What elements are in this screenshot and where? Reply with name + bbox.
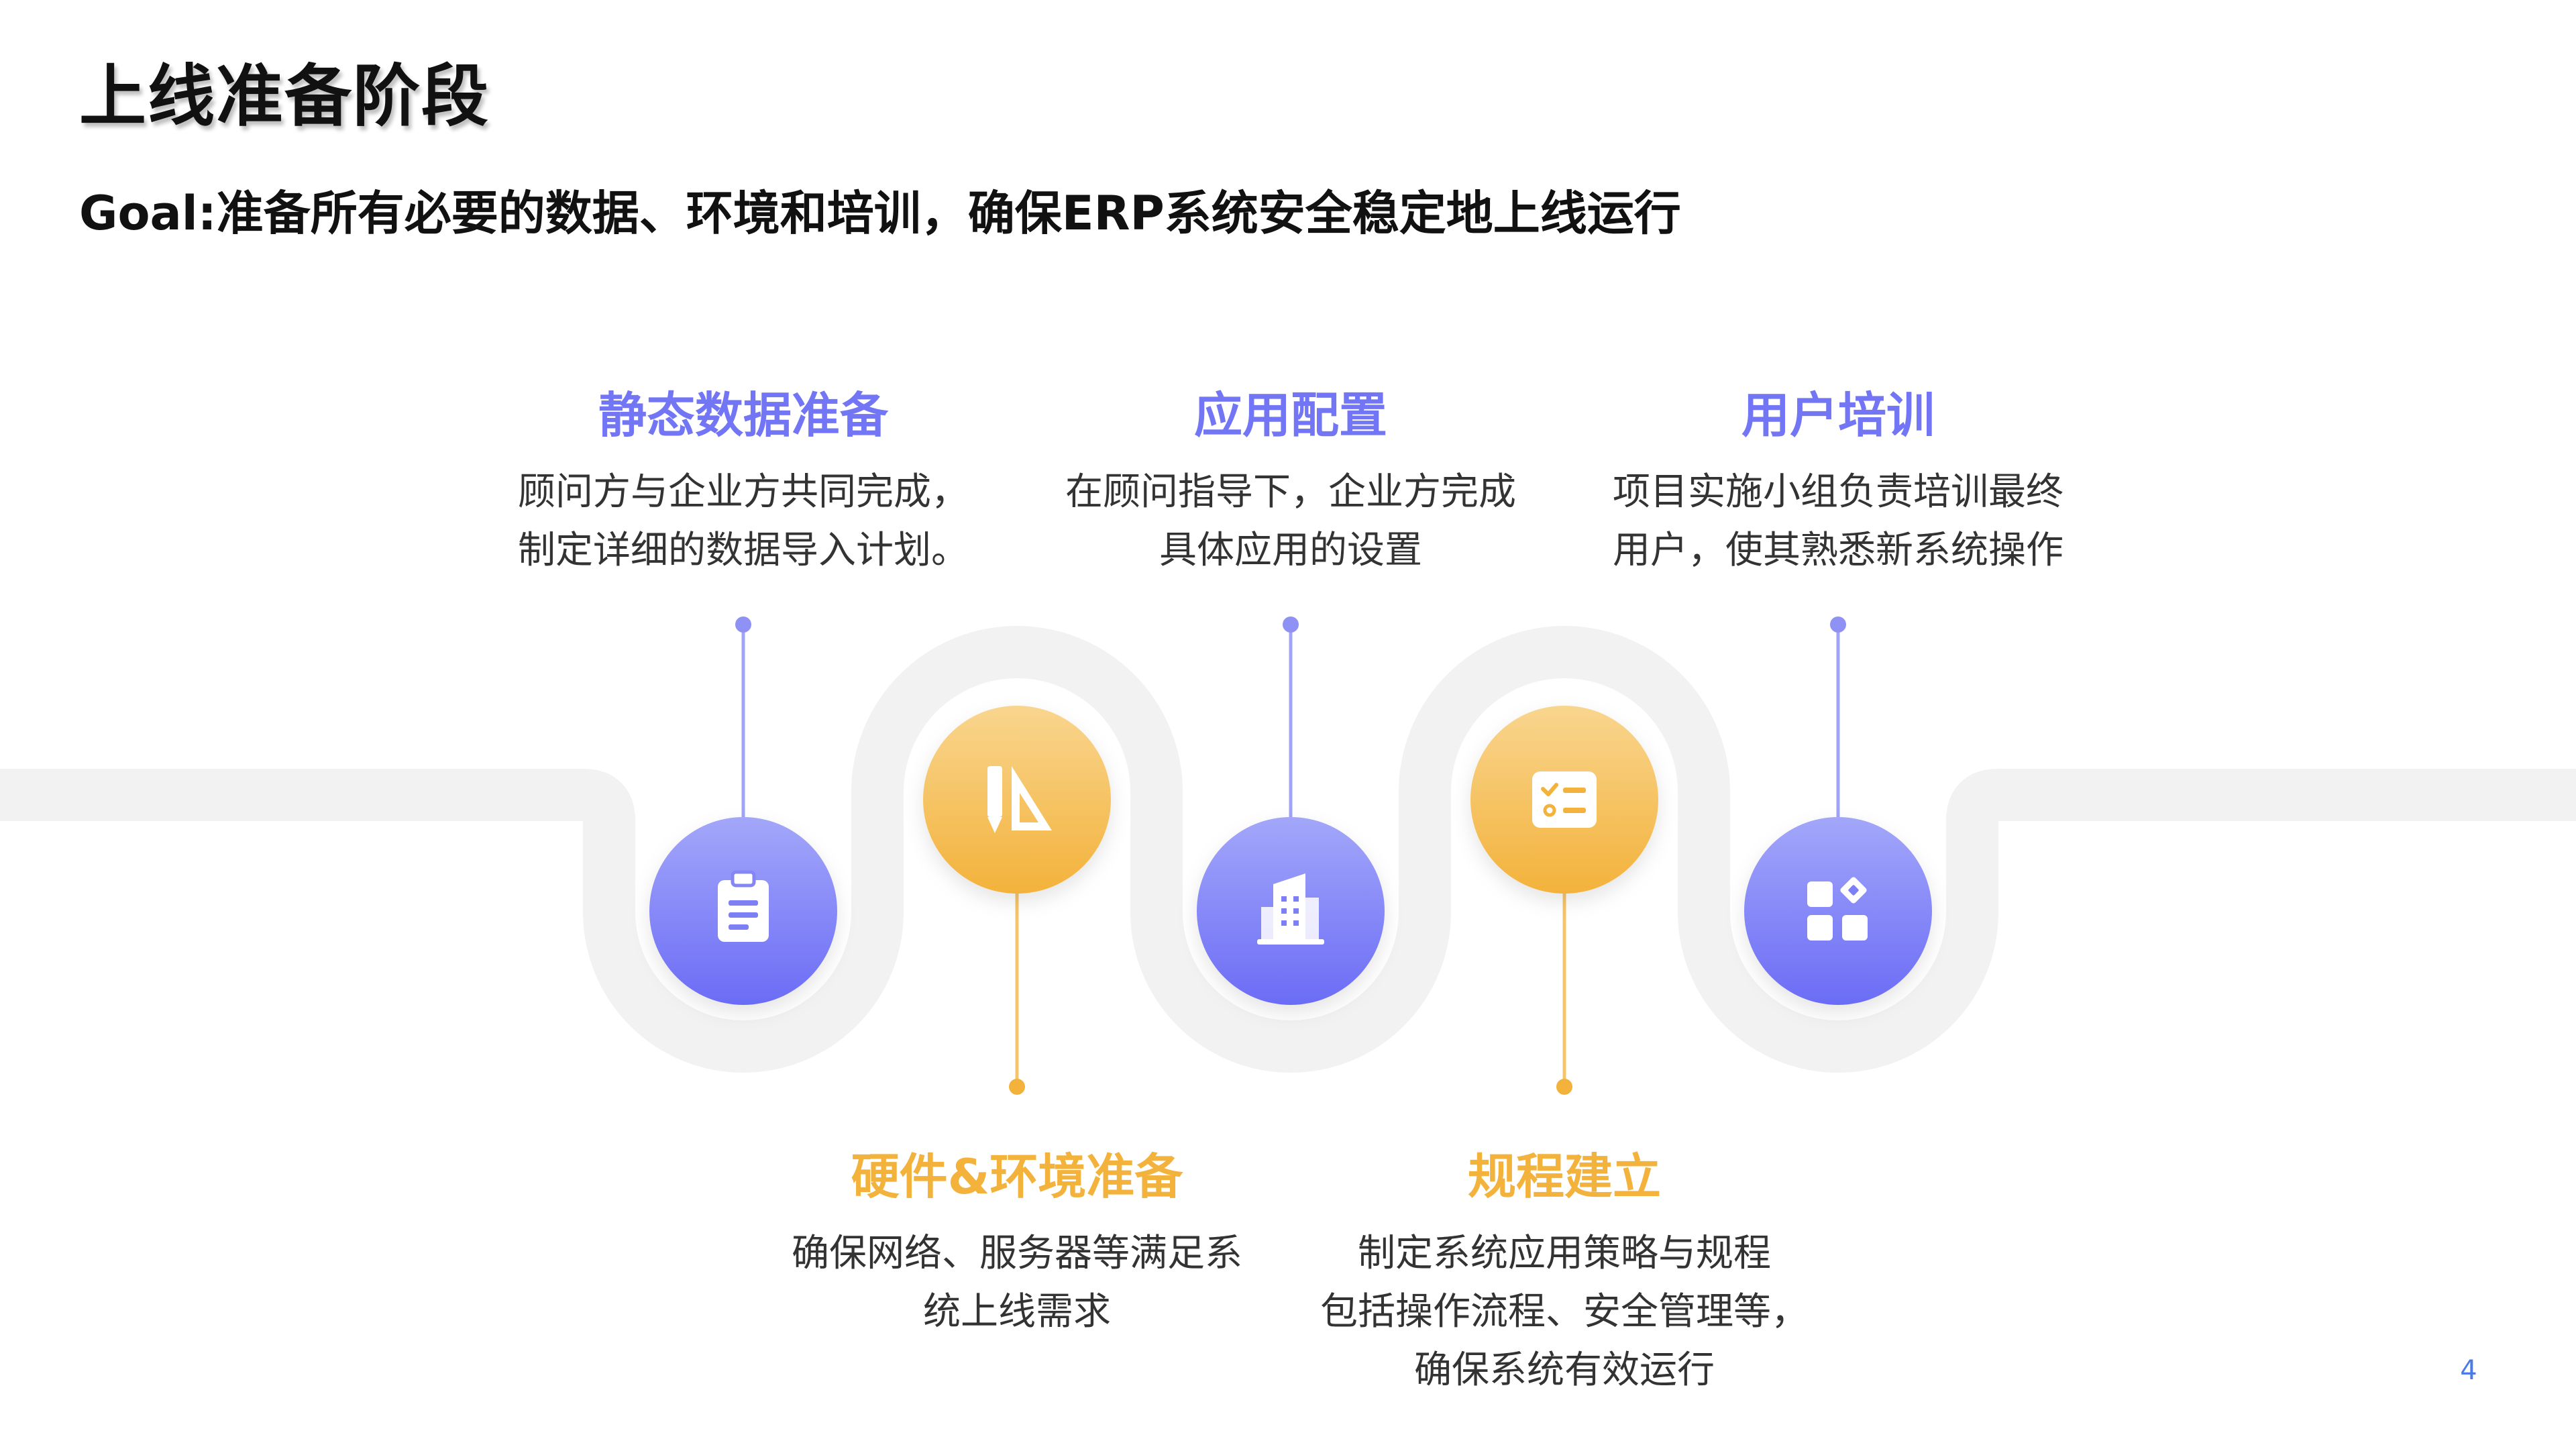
step-1-desc-line-2: 制定详细的数据导入计划。 — [518, 529, 969, 572]
step-1-title: 静态数据准备 — [598, 387, 888, 443]
step-3-circle — [1197, 817, 1385, 1005]
checklist-icon — [1532, 771, 1597, 828]
step-3-description: 在顾问指导下，企业方完成 具体应用的设置 — [989, 463, 1593, 580]
step-5-circle — [1744, 817, 1932, 1005]
step-2-circle — [923, 706, 1111, 894]
step-2-desc-line-1: 确保网络、服务器等满足系 — [792, 1232, 1242, 1275]
step-5-desc-line-2: 用户，使其熟悉新系统操作 — [1613, 529, 2063, 572]
step-5-title: 用户培训 — [1741, 387, 1935, 443]
step-4-description: 制定系统应用策略与规程 包括操作流程、安全管理等， 确保系统有效运行 — [1263, 1224, 1866, 1399]
step-4-desc-line-3: 确保系统有效运行 — [1414, 1348, 1715, 1392]
connector-step-5 — [1830, 616, 1846, 822]
step-4-title: 规程建立 — [1467, 1148, 1661, 1205]
apps-icon — [1807, 877, 1868, 941]
step-1-circle — [649, 817, 837, 1005]
page-number: 4 — [2460, 1355, 2477, 1386]
step-3-title: 应用配置 — [1193, 387, 1387, 443]
connector-step-4 — [1556, 892, 1572, 1095]
connector-step-1 — [735, 616, 751, 822]
step-5-desc-line-1: 项目实施小组负责培训最终 — [1613, 470, 2063, 514]
step-2-title: 硬件&环境准备 — [851, 1148, 1183, 1205]
step-4-desc-line-1: 制定系统应用策略与规程 — [1358, 1232, 1771, 1275]
goal-statement: Goal:准备所有必要的数据、环境和培训，确保ERP系统安全稳定地上线运行 — [79, 186, 1681, 241]
step-4-desc-line-2: 包括操作流程、安全管理等， — [1320, 1290, 1809, 1334]
step-3-desc-line-1: 在顾问指导下，企业方完成 — [1065, 470, 1516, 514]
step-3-desc-line-2: 具体应用的设置 — [1159, 529, 1422, 572]
step-5-description: 项目实施小组负责培训最终 用户，使其熟悉新系统操作 — [1536, 463, 2140, 580]
step-1-desc-line-1: 顾问方与企业方共同完成， — [518, 470, 969, 514]
step-2-description: 确保网络、服务器等满足系 统上线需求 — [715, 1224, 1319, 1341]
step-2-desc-line-2: 统上线需求 — [923, 1290, 1111, 1334]
connector-step-3 — [1283, 616, 1299, 822]
connector-step-2 — [1009, 892, 1025, 1095]
building-icon — [1257, 873, 1324, 945]
page-title: 上线准备阶段 — [79, 57, 490, 136]
timeline-road — [0, 626, 2576, 1073]
step-1-description: 顾问方与企业方共同完成， 制定详细的数据导入计划。 — [441, 463, 1045, 580]
ruler-pencil-icon — [987, 766, 1052, 833]
clipboard-icon — [718, 870, 769, 942]
step-4-circle — [1470, 706, 1658, 894]
